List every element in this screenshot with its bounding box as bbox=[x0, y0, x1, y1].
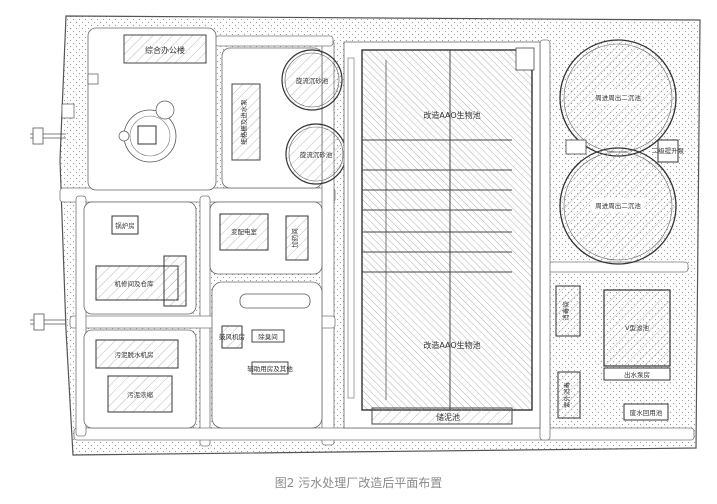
aao-bottom-label: 改造AAO生物池 bbox=[423, 340, 480, 350]
boiler-label: 锅炉房 bbox=[115, 221, 135, 230]
sludge-dewater-label: 污泥脱水机房 bbox=[115, 350, 154, 359]
gates bbox=[30, 127, 66, 331]
lift-pump-label: 二级提升泵 bbox=[652, 146, 685, 155]
blower-room bbox=[221, 325, 243, 349]
uv-left bbox=[557, 371, 581, 419]
aux-room bbox=[251, 361, 289, 375]
deodor-room bbox=[251, 329, 285, 343]
clarifier-bottom-label: 周进周出二沉池 bbox=[595, 201, 641, 210]
grit-tank-1-label: 旋流沉砂池 bbox=[296, 76, 329, 85]
v-filter-label: V型滤池 bbox=[625, 323, 649, 332]
chem-label: 加药间 bbox=[290, 228, 299, 248]
deodor-label: 除臭间 bbox=[258, 332, 278, 341]
substation-label: 变配电室 bbox=[231, 227, 258, 236]
pretreatment-area: 细格栅及进水泵 旋流沉砂池 旋流沉砂池 bbox=[221, 47, 347, 189]
grit-tank-1 bbox=[281, 49, 343, 111]
v-filter bbox=[603, 289, 671, 367]
sludge-tank-label: 储泥池 bbox=[436, 412, 460, 422]
substation bbox=[219, 213, 269, 251]
disinfect-label: 消毒间 bbox=[561, 301, 570, 321]
lift-pump bbox=[657, 139, 679, 163]
site-plan-drawing: 综合办公楼 细格栅及进水泵 旋流沉砂池 旋流沉砂池 bbox=[30, 15, 701, 456]
support-buildings: 锅炉房 机修间及仓库 变配电室 加药间 污泥脱水机房 污泥浓缩 鼓风机房 除臭间… bbox=[83, 201, 323, 429]
uv-left-label: 紫外消毒 bbox=[562, 382, 571, 409]
aao-bio-tank: 改造AAO生物池 改造AAO生物池 储泥池 bbox=[343, 41, 541, 429]
figure-caption: 图2 污水处理厂改造后平面布置 bbox=[274, 476, 443, 490]
clarifiers: 周进周出二沉池 周进周出二沉池 二级提升泵 bbox=[559, 39, 685, 265]
disinfect-room bbox=[555, 285, 581, 337]
tertiary-area: 消毒间 紫外消毒 V型滤池 出水泵房 废水回用池 bbox=[555, 285, 671, 421]
pump-room bbox=[231, 83, 261, 161]
effluent-pool bbox=[623, 403, 669, 421]
sludge-dewater bbox=[95, 339, 179, 369]
effluent-label: 废水回用池 bbox=[630, 408, 663, 417]
chem-room bbox=[285, 215, 309, 261]
repair-label: 机修间及仓库 bbox=[115, 279, 155, 288]
grit-tank-2-label: 旋流沉砂池 bbox=[300, 150, 333, 159]
clarifier-top-label: 周进周出二沉池 bbox=[595, 93, 641, 102]
aao-top-label: 改造AAO生物池 bbox=[423, 110, 480, 120]
outlet-pump bbox=[603, 367, 671, 381]
pump-room-label: 细格栅及进水泵 bbox=[239, 99, 248, 145]
sludge-thick-label: 污泥浓缩 bbox=[127, 390, 154, 399]
boiler-room bbox=[111, 215, 139, 235]
sludge-thick bbox=[107, 375, 173, 413]
office-compound: 综合办公楼 bbox=[61, 27, 217, 191]
office-building bbox=[123, 34, 207, 64]
outlet-label: 出水泵房 bbox=[624, 370, 650, 379]
office-label: 综合办公楼 bbox=[145, 45, 185, 55]
sludge-tank bbox=[371, 407, 513, 425]
aux-label: 辅助用房及其他 bbox=[247, 364, 293, 373]
blower-label: 鼓风机房 bbox=[219, 332, 245, 341]
